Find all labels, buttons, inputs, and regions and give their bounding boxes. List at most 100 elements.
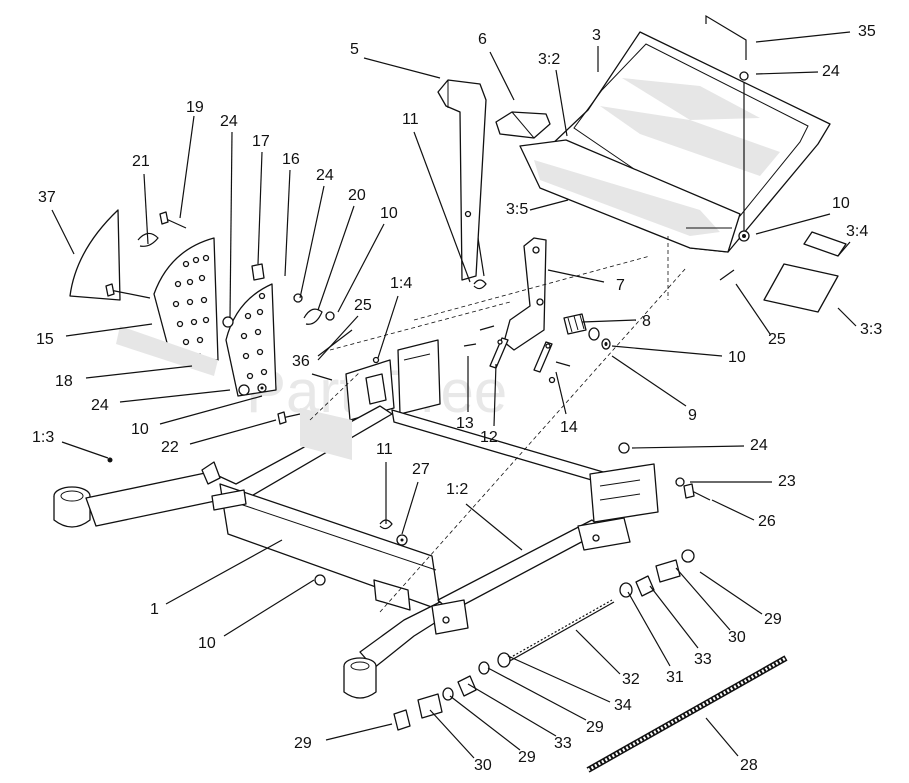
leader-line-c34b xyxy=(837,241,851,257)
callout-label-c36: 36 xyxy=(292,353,310,370)
leader-line-c24a xyxy=(755,71,819,75)
leader-line-c24c xyxy=(299,185,325,299)
callout-label-c33a: 33 xyxy=(694,651,712,668)
callout-label-c32b: 3:2 xyxy=(538,51,560,68)
callout-label-c16: 16 xyxy=(282,151,300,168)
leader-line-c17 xyxy=(257,151,263,265)
callout-label-c24b: 24 xyxy=(220,113,238,130)
leader-line-c22 xyxy=(189,419,277,445)
callout-label-c24c: 24 xyxy=(316,167,334,184)
leader-line-c13b xyxy=(61,441,109,459)
callout-label-c26: 26 xyxy=(758,513,776,530)
callout-label-c8: 8 xyxy=(642,313,651,330)
leader-line-c21 xyxy=(143,173,149,245)
leader-line-c16 xyxy=(284,169,291,277)
callout-label-c27: 27 xyxy=(412,461,430,478)
callout-label-c30a: 30 xyxy=(728,629,746,646)
part-inner-plate xyxy=(225,283,277,397)
leader-line-c5 xyxy=(363,57,441,79)
callout-label-c9: 9 xyxy=(688,407,697,424)
leader-line-c20 xyxy=(317,205,355,311)
leader-line-c33c xyxy=(467,683,557,737)
leader-line-c14b xyxy=(377,295,399,359)
leader-line-c29b xyxy=(487,667,587,721)
leader-line-c36 xyxy=(317,329,353,357)
part-outer-plate xyxy=(153,237,219,361)
callout-label-c19: 19 xyxy=(186,99,204,116)
leader-line-c15 xyxy=(65,323,153,337)
callout-label-c11a: 11 xyxy=(402,111,419,128)
leader-line-c33b xyxy=(837,307,857,327)
callout-label-c33c: 33 xyxy=(554,735,572,752)
assembly-guide-lines xyxy=(309,236,687,613)
leader-line-c10c xyxy=(611,345,723,357)
leader-line-c25b xyxy=(735,283,771,335)
callout-label-c23: 23 xyxy=(778,473,796,490)
leader-line-c8 xyxy=(581,319,637,323)
part-pivot-arm xyxy=(503,237,547,351)
callout-label-c10a: 10 xyxy=(380,205,398,222)
callout-label-c24a: 24 xyxy=(822,63,840,80)
leader-line-c29d xyxy=(449,695,521,751)
callout-label-c22: 22 xyxy=(161,439,179,456)
part-seat-pan xyxy=(519,31,831,253)
callout-label-c35: 35 xyxy=(858,23,876,40)
leader-line-c33a xyxy=(649,585,699,649)
leader-line-c10d xyxy=(159,395,263,425)
part-decal xyxy=(719,231,847,313)
leader-line-c30b xyxy=(429,709,475,759)
part-rear-hardware xyxy=(618,442,711,501)
callout-label-c34: 34 xyxy=(614,697,632,714)
leader-line-c18 xyxy=(85,365,193,379)
leader-line-c27 xyxy=(401,481,419,535)
callout-label-c25a: 25 xyxy=(354,297,372,314)
leader-line-c24e xyxy=(631,445,745,449)
leader-line-c12b xyxy=(465,503,523,551)
callout-label-c20: 20 xyxy=(348,187,366,204)
callout-label-c5: 5 xyxy=(350,41,359,58)
callout-label-c14b: 1:4 xyxy=(390,275,412,292)
leader-line-c10a xyxy=(337,223,385,313)
callout-label-c34b: 3:4 xyxy=(846,223,868,240)
leader-line-c24d xyxy=(119,389,231,403)
leader-line-c29a xyxy=(699,571,763,615)
part-seat-bracket-left xyxy=(437,79,487,281)
callout-label-c14: 14 xyxy=(560,419,578,436)
leader-line-c1 xyxy=(165,539,283,605)
callout-label-c15: 15 xyxy=(36,331,54,348)
leader-line-c25a xyxy=(317,315,359,361)
leader-line-c29c xyxy=(325,723,393,741)
leader-line-c31 xyxy=(627,591,671,667)
callout-label-c37: 37 xyxy=(38,189,56,206)
leader-line-c30a xyxy=(675,567,731,631)
leader-line-c10b xyxy=(755,213,831,235)
part-seat-bracket-right xyxy=(495,111,551,139)
leader-line-c14 xyxy=(555,371,567,415)
leader-line-c32b xyxy=(555,69,568,137)
leader-line-c35 xyxy=(755,31,851,43)
leader-line-c10e xyxy=(223,579,315,637)
callout-label-c29a: 29 xyxy=(764,611,782,628)
grease-fitting-icon xyxy=(107,457,113,463)
callout-label-c3: 3 xyxy=(592,27,601,44)
callout-label-c24d: 24 xyxy=(91,397,109,414)
leader-line-c28 xyxy=(705,717,739,757)
leader-line-c34 xyxy=(507,655,611,703)
callout-label-c11b: 11 xyxy=(376,441,393,458)
callout-label-c10d: 10 xyxy=(131,421,149,438)
callout-label-c28: 28 xyxy=(740,757,758,774)
callout-label-c12b: 1:2 xyxy=(446,481,468,498)
callout-label-c29c: 29 xyxy=(294,735,312,752)
part-main-frame xyxy=(53,326,659,699)
leader-line-c12 xyxy=(493,363,497,427)
callout-label-c10e: 10 xyxy=(198,635,216,652)
part-pivot-hardware xyxy=(314,237,487,586)
callout-label-c7: 7 xyxy=(616,277,625,294)
callout-label-c35b: 3:5 xyxy=(506,201,528,218)
callout-label-c32: 32 xyxy=(622,671,640,688)
callout-label-c13b: 1:3 xyxy=(32,429,54,446)
leader-line-c11a xyxy=(413,131,471,283)
leader-line-c19 xyxy=(179,115,195,219)
